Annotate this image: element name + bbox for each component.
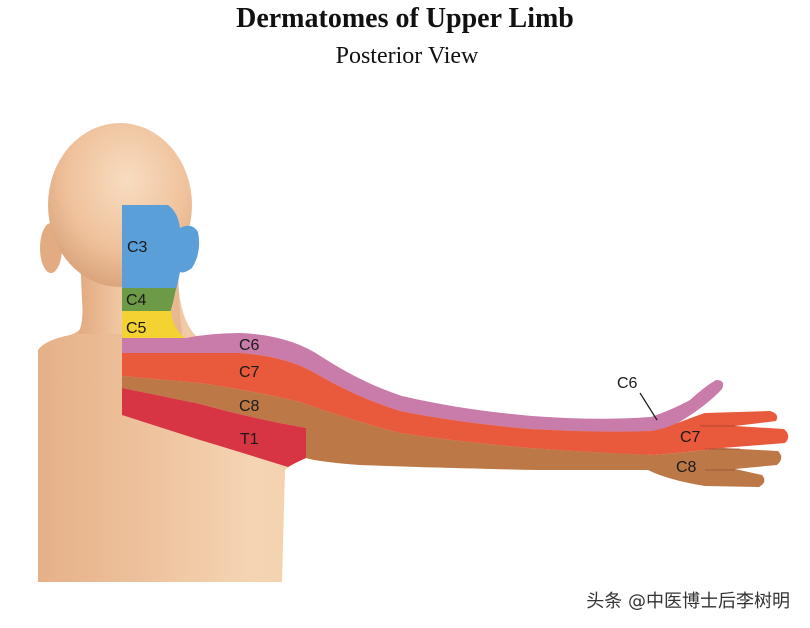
label-hand-c8: C8 [676, 459, 697, 476]
diagram-subtitle: Posterior View [336, 43, 479, 69]
diagram-title: Dermatomes of Upper Limb [236, 3, 574, 34]
dermatome-c7-region [122, 353, 789, 455]
dermatome-c8-region [122, 376, 782, 487]
label-hand-c7: C7 [680, 429, 701, 446]
dermatome-c3-region [122, 205, 200, 290]
label-c5: C5 [126, 320, 147, 337]
dermatome-c4-region [122, 288, 176, 313]
dermatome-regions [122, 205, 789, 487]
leader-line-hand-c6 [639, 392, 658, 421]
watermark: 头条 @中医博士后李树明 [586, 591, 790, 612]
dermatome-t1-region [122, 388, 306, 467]
label-hand-c6: C6 [617, 375, 638, 392]
finger-outlines [700, 425, 740, 471]
dermatome-c6-region [122, 333, 652, 432]
label-c7: C7 [239, 364, 260, 381]
label-c4: C4 [126, 292, 147, 309]
label-c8: C8 [239, 398, 260, 415]
label-t1: T1 [240, 431, 259, 448]
label-c3: C3 [127, 239, 148, 256]
dermatome-c6-thumb-region [648, 380, 724, 432]
label-c6: C6 [239, 337, 260, 354]
dermatome-c5-region [122, 311, 186, 341]
